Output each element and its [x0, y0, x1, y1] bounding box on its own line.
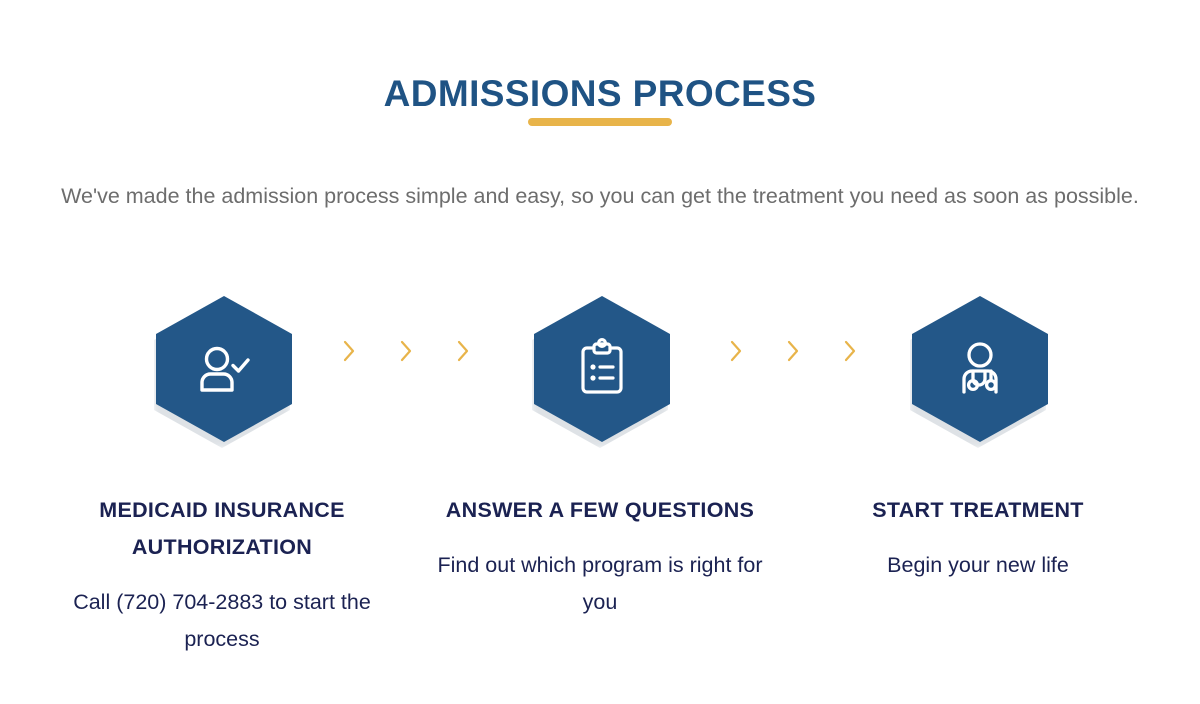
step-title: MEDICAID INSURANCE AUTHORIZATION	[99, 498, 345, 559]
step-title: ANSWER A FEW QUESTIONS	[445, 498, 755, 522]
step-1-caption: MEDICAID INSURANCE AUTHORIZATION Call (7…	[42, 492, 402, 658]
title-underline-rule	[528, 118, 672, 126]
section-subtitle: We've made the admission process simple …	[61, 183, 1139, 208]
step-3-hexagon[interactable]	[910, 296, 1048, 448]
step-2-caption: ANSWER A FEW QUESTIONS Find out which pr…	[420, 492, 780, 621]
chevron-right-icon	[784, 338, 802, 364]
step-2-hexagon[interactable]	[532, 296, 670, 448]
step-description: Find out which program is right for you	[437, 553, 763, 614]
step-title: START TREATMENT	[872, 498, 1084, 522]
chevron-right-icon	[727, 338, 745, 364]
step-1-hexagon[interactable]	[154, 296, 292, 448]
chevron-right-icon	[841, 338, 859, 364]
clipboard-list-icon	[573, 338, 631, 400]
chevron-right-icon	[454, 338, 472, 364]
step-description: Call (720) 704-2883 to start the process	[73, 590, 371, 651]
steps-icon-row	[0, 296, 1200, 448]
chevron-right-icon	[397, 338, 415, 364]
chevron-right-icon	[340, 338, 358, 364]
step-description: Begin your new life	[887, 553, 1069, 577]
step-3-caption: START TREATMENT Begin your new life	[798, 492, 1158, 584]
user-check-icon	[193, 338, 255, 400]
page-title: ADMISSIONS PROCESS	[383, 72, 817, 114]
doctor-stethoscope-icon	[950, 338, 1010, 400]
